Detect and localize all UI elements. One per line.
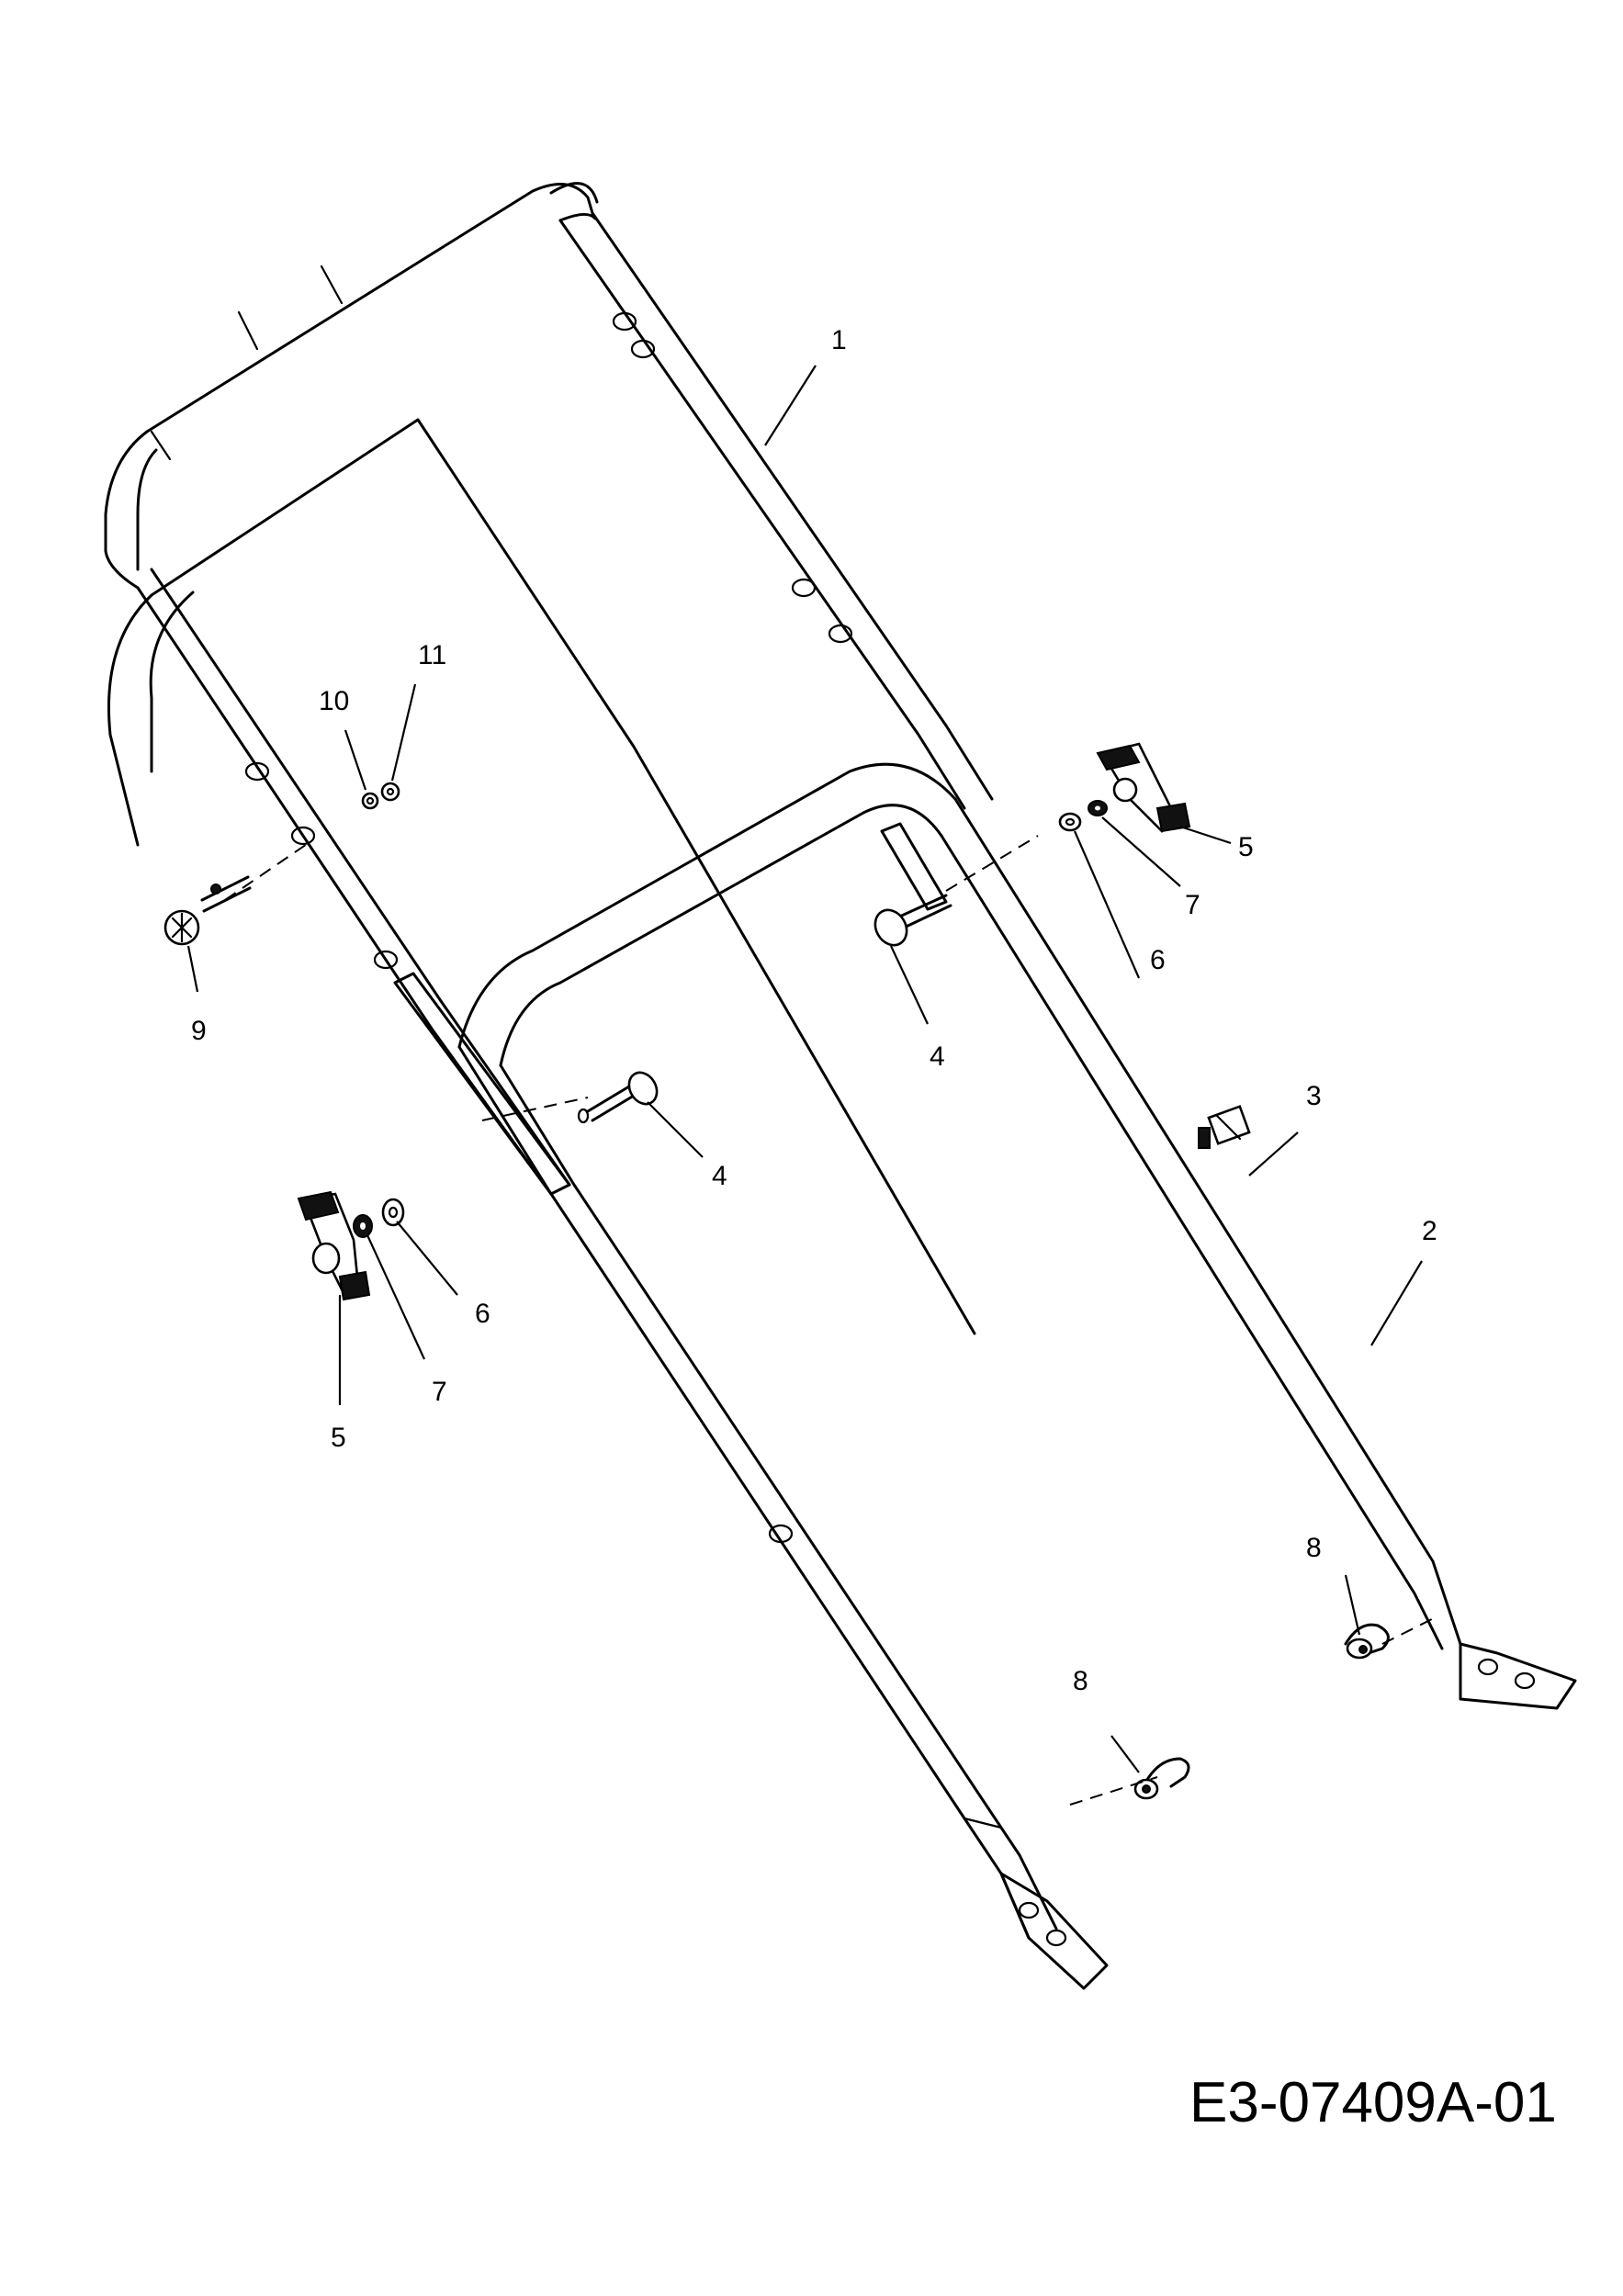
callout-5-left: 5 [331,1423,346,1453]
washer-left [381,1198,405,1227]
bolt-left [577,1071,659,1124]
screw [380,782,400,802]
callout-6-left: 6 [475,1299,490,1329]
callout-11: 11 [418,640,446,670]
lock-washer-right [1088,800,1108,816]
upper-handle [104,182,994,1544]
cable-guide [163,875,252,946]
callout-8-lower: 8 [1073,1666,1088,1696]
callout-2: 2 [1422,1216,1437,1246]
callout-7-left: 7 [432,1377,447,1407]
callout-10: 10 [319,686,349,716]
lower-handle [457,762,1577,1990]
hair-pin-lower [1133,1757,1190,1800]
callout-6-right: 6 [1150,945,1166,975]
leader-lines [186,365,1423,1773]
lock-washer-left [353,1214,373,1238]
callout-7-right: 7 [1185,890,1200,920]
assembly-axes [224,835,1438,1806]
cable-clip [1198,1105,1251,1149]
hair-pin-upper [1344,1623,1390,1660]
callout-5-right: 5 [1238,832,1254,862]
callout-9: 9 [191,1016,207,1046]
callout-8-upper: 8 [1306,1533,1322,1563]
washer-right [1058,812,1082,832]
hex-nut [361,792,379,810]
wing-nut-right [1096,742,1191,833]
bolt-right [873,894,952,947]
drawing-number: E3-07409A-01 [1189,2071,1557,2134]
callout-4-right: 4 [930,1041,945,1072]
wing-nut-left [297,1190,371,1301]
callouts: 1 2 3 4 4 5 5 6 6 7 7 8 8 9 10 11 [191,325,1437,1696]
callout-3: 3 [1306,1081,1322,1111]
callout-4-left: 4 [712,1161,727,1191]
callout-1: 1 [831,325,847,355]
